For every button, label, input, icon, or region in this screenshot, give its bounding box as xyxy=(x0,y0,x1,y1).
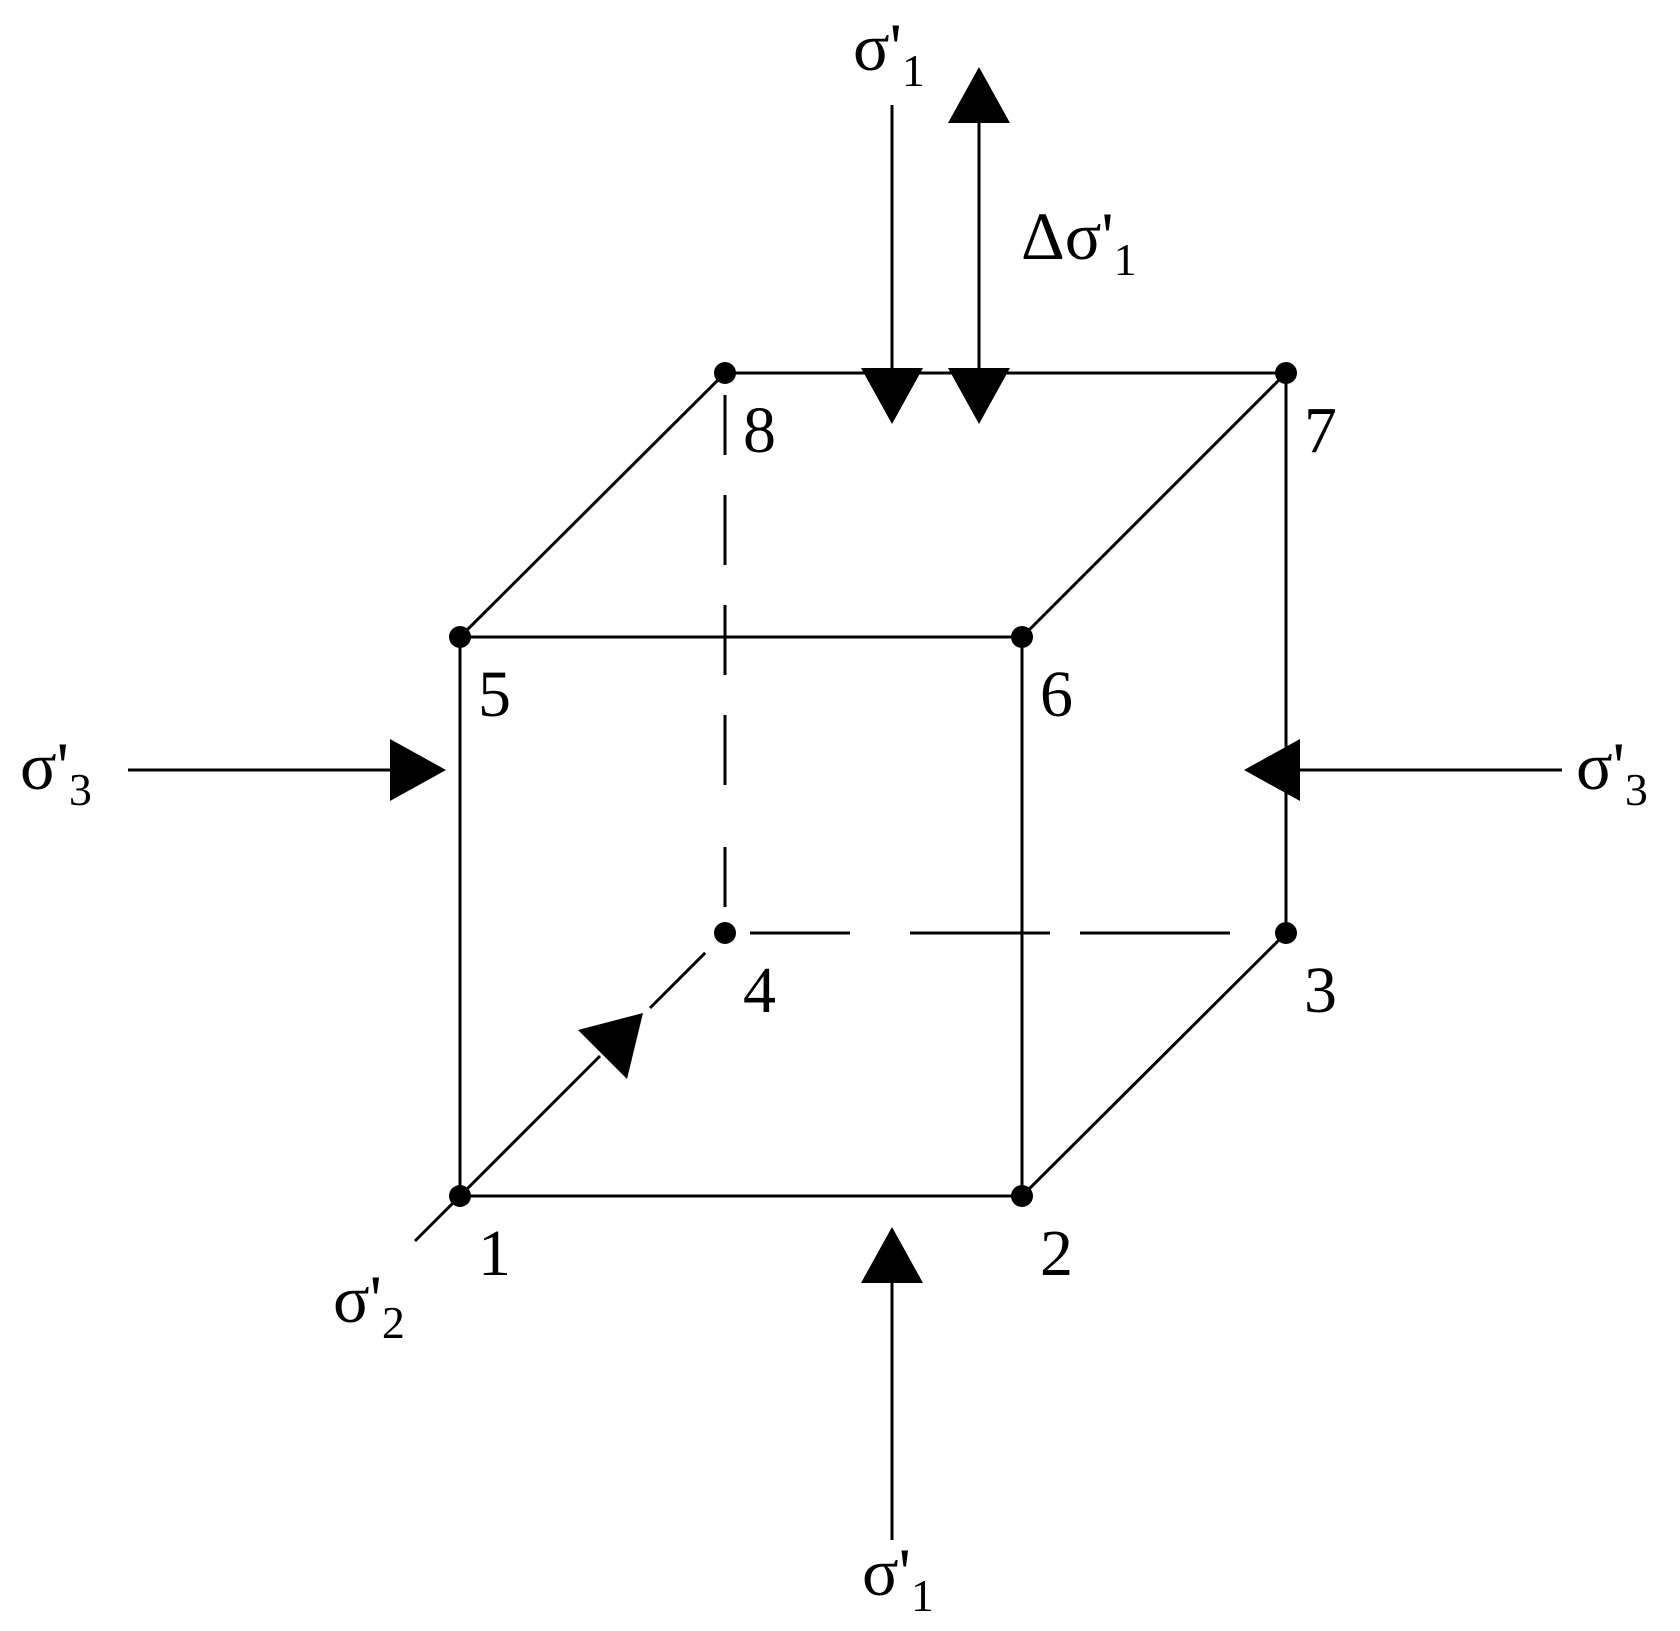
sigma1-bottom-arrowhead xyxy=(861,1227,923,1283)
sigma3-left-label: σ'3 xyxy=(20,728,92,815)
sigma3-right-arrowhead xyxy=(1244,739,1300,801)
vertex-label-1: 1 xyxy=(478,1217,511,1290)
sigma3-left-arrowhead xyxy=(390,739,446,801)
vertex-label-5: 5 xyxy=(478,658,511,731)
vertex-8 xyxy=(714,362,736,384)
sigma2-arrowhead xyxy=(578,1013,643,1079)
vertex-label-6: 6 xyxy=(1040,658,1073,731)
vertex-6 xyxy=(1011,626,1033,648)
delta-sigma1-down-arrowhead xyxy=(948,368,1010,424)
edge-3-2 xyxy=(1020,931,1288,1198)
vertex-1 xyxy=(449,1185,471,1207)
vertex-label-4: 4 xyxy=(743,954,776,1027)
vertex-7 xyxy=(1275,362,1297,384)
vertex-label-2: 2 xyxy=(1040,1217,1073,1290)
delta-sigma1-up-arrowhead xyxy=(948,67,1010,123)
sigma2-label: σ'2 xyxy=(333,1261,405,1348)
sigma1-top-label: σ'1 xyxy=(853,9,925,96)
vertex-2 xyxy=(1011,1185,1033,1207)
vertex-5 xyxy=(449,626,471,648)
hidden-edge-4-1 xyxy=(648,931,727,1010)
delta-sigma1-label: Δσ'1 xyxy=(1021,198,1137,285)
vertex-4 xyxy=(714,922,736,944)
sigma1-top-arrowhead xyxy=(861,368,923,424)
vertex-3 xyxy=(1275,922,1297,944)
sigma1-bottom-label: σ'1 xyxy=(862,1534,934,1621)
sigma2-arrow-shaft xyxy=(413,1054,602,1243)
vertex-label-8: 8 xyxy=(743,394,776,467)
vertex-label-7: 7 xyxy=(1304,394,1337,467)
vertex-label-3: 3 xyxy=(1304,954,1337,1027)
edge-7-6 xyxy=(1020,371,1288,639)
edge-5-8 xyxy=(458,371,727,639)
sigma3-right-label: σ'3 xyxy=(1576,728,1648,815)
